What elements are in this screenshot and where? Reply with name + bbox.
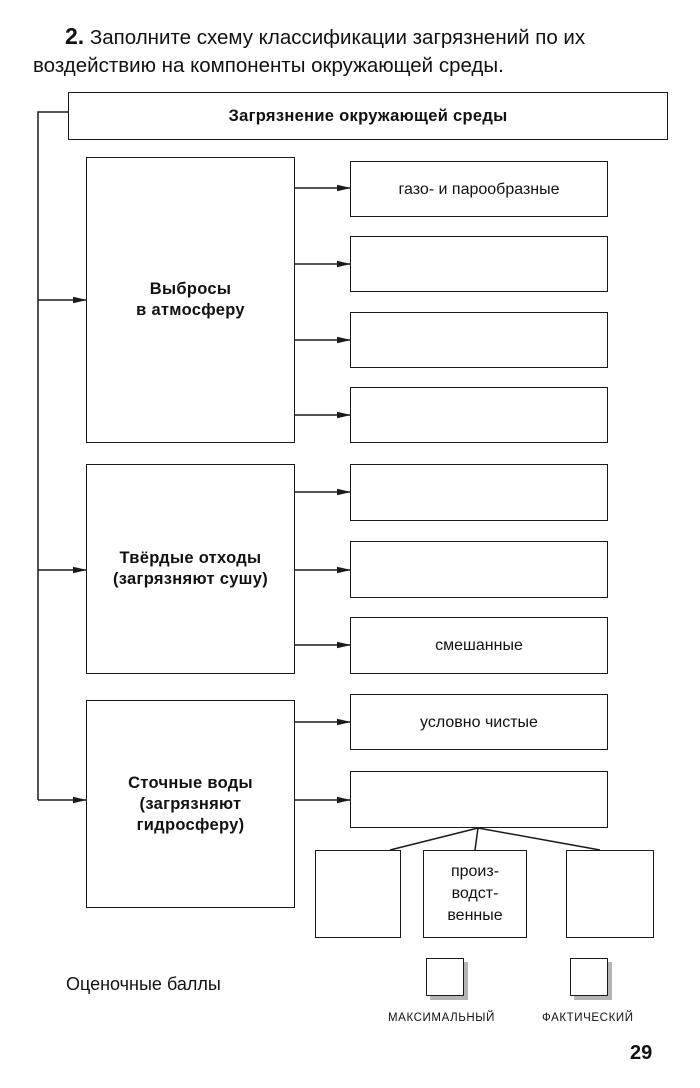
atmosphere-item-1-label: газо- и парообразные [398,180,560,198]
task-instruction: Заполните схему классификации загрязнени… [33,26,586,77]
task-number: 2. [65,23,85,49]
solid-waste-item-2-blank[interactable] [350,541,608,598]
atmosphere-item-4-blank[interactable] [350,387,608,443]
atmosphere-item-3-blank[interactable] [350,312,608,368]
wastewater-sub-item-2: произ- водст- венные [423,850,527,938]
actual-score-caption: ФАКТИЧЕСКИЙ [542,1012,634,1024]
group-solid-waste-title-line2: (загрязняют сушу) [112,570,269,588]
atmosphere-item-2-blank[interactable] [350,236,608,292]
score-label: Оценочные баллы [66,974,221,994]
group-wastewater-title-line2: (загрязняют [139,794,242,813]
wastewater-sub-item-1-blank[interactable] [315,850,401,938]
group-atmosphere-title-line2: в атмосферу [136,301,245,319]
solid-waste-item-3-label: смешанные [435,637,523,654]
group-wastewater-title-line3: гидросферу) [136,815,245,834]
solid-waste-item-1-blank[interactable] [350,464,608,521]
wastewater-item-1-label: условно чистые [420,713,538,731]
wastewater-item-2-blank[interactable] [350,771,608,828]
group-wastewater-title-line1: Сточные воды [128,773,253,792]
group-wastewater: Сточные воды (загрязняют гидросферу) [86,700,295,908]
group-atmosphere-title-line1: Выбросы [149,280,232,298]
scheme-root: Загрязнение окружающей среды [68,92,668,140]
atmosphere-item-1: газо- и парообразные [350,161,608,217]
actual-score-box[interactable] [570,958,608,996]
task-text: 2. Заполните схему классификации загрязн… [33,22,673,80]
wastewater-sub-item-2-label: произ- водст- венные [447,863,503,924]
group-atmosphere: Выбросы в атмосферу [86,157,295,443]
solid-waste-item-3: смешанные [350,617,608,674]
max-score-caption: МАКСИМАЛЬНЫЙ [388,1012,495,1024]
group-solid-waste-title-line1: Твёрдые отходы [119,549,262,567]
scheme-root-label: Загрязнение окружающей среды [228,106,508,125]
page-number: 29 [630,1042,653,1064]
max-score-box[interactable] [426,958,464,996]
wastewater-item-1: условно чистые [350,694,608,750]
wastewater-sub-item-3-blank[interactable] [566,850,654,938]
group-solid-waste: Твёрдые отходы (загрязняют сушу) [86,464,295,674]
